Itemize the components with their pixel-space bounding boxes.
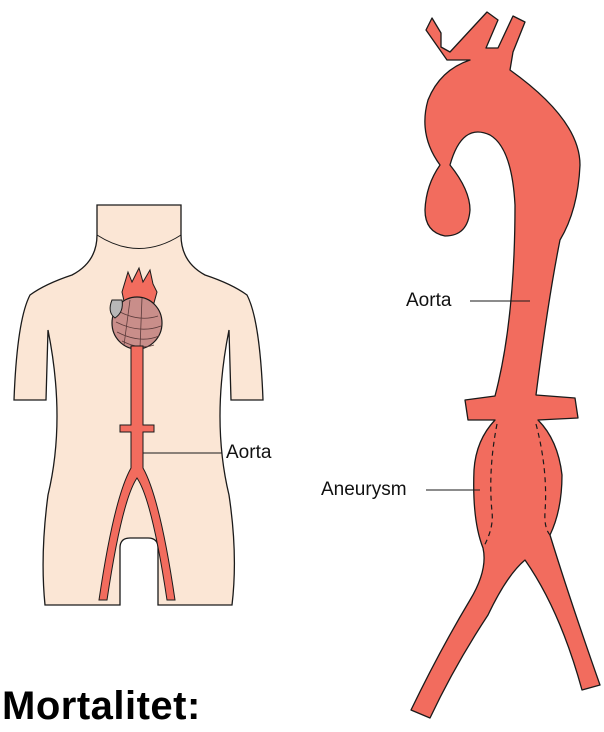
aorta-illustration [411,12,600,718]
aorta-label: Aorta [406,290,451,312]
aorta-main [411,12,600,718]
heading-mortalitet: Mortalitet: [2,684,201,729]
torso-illustration [14,205,263,605]
torso-aorta-label: Aorta [226,442,271,464]
aneurysm-label: Aneurysm [321,479,407,501]
